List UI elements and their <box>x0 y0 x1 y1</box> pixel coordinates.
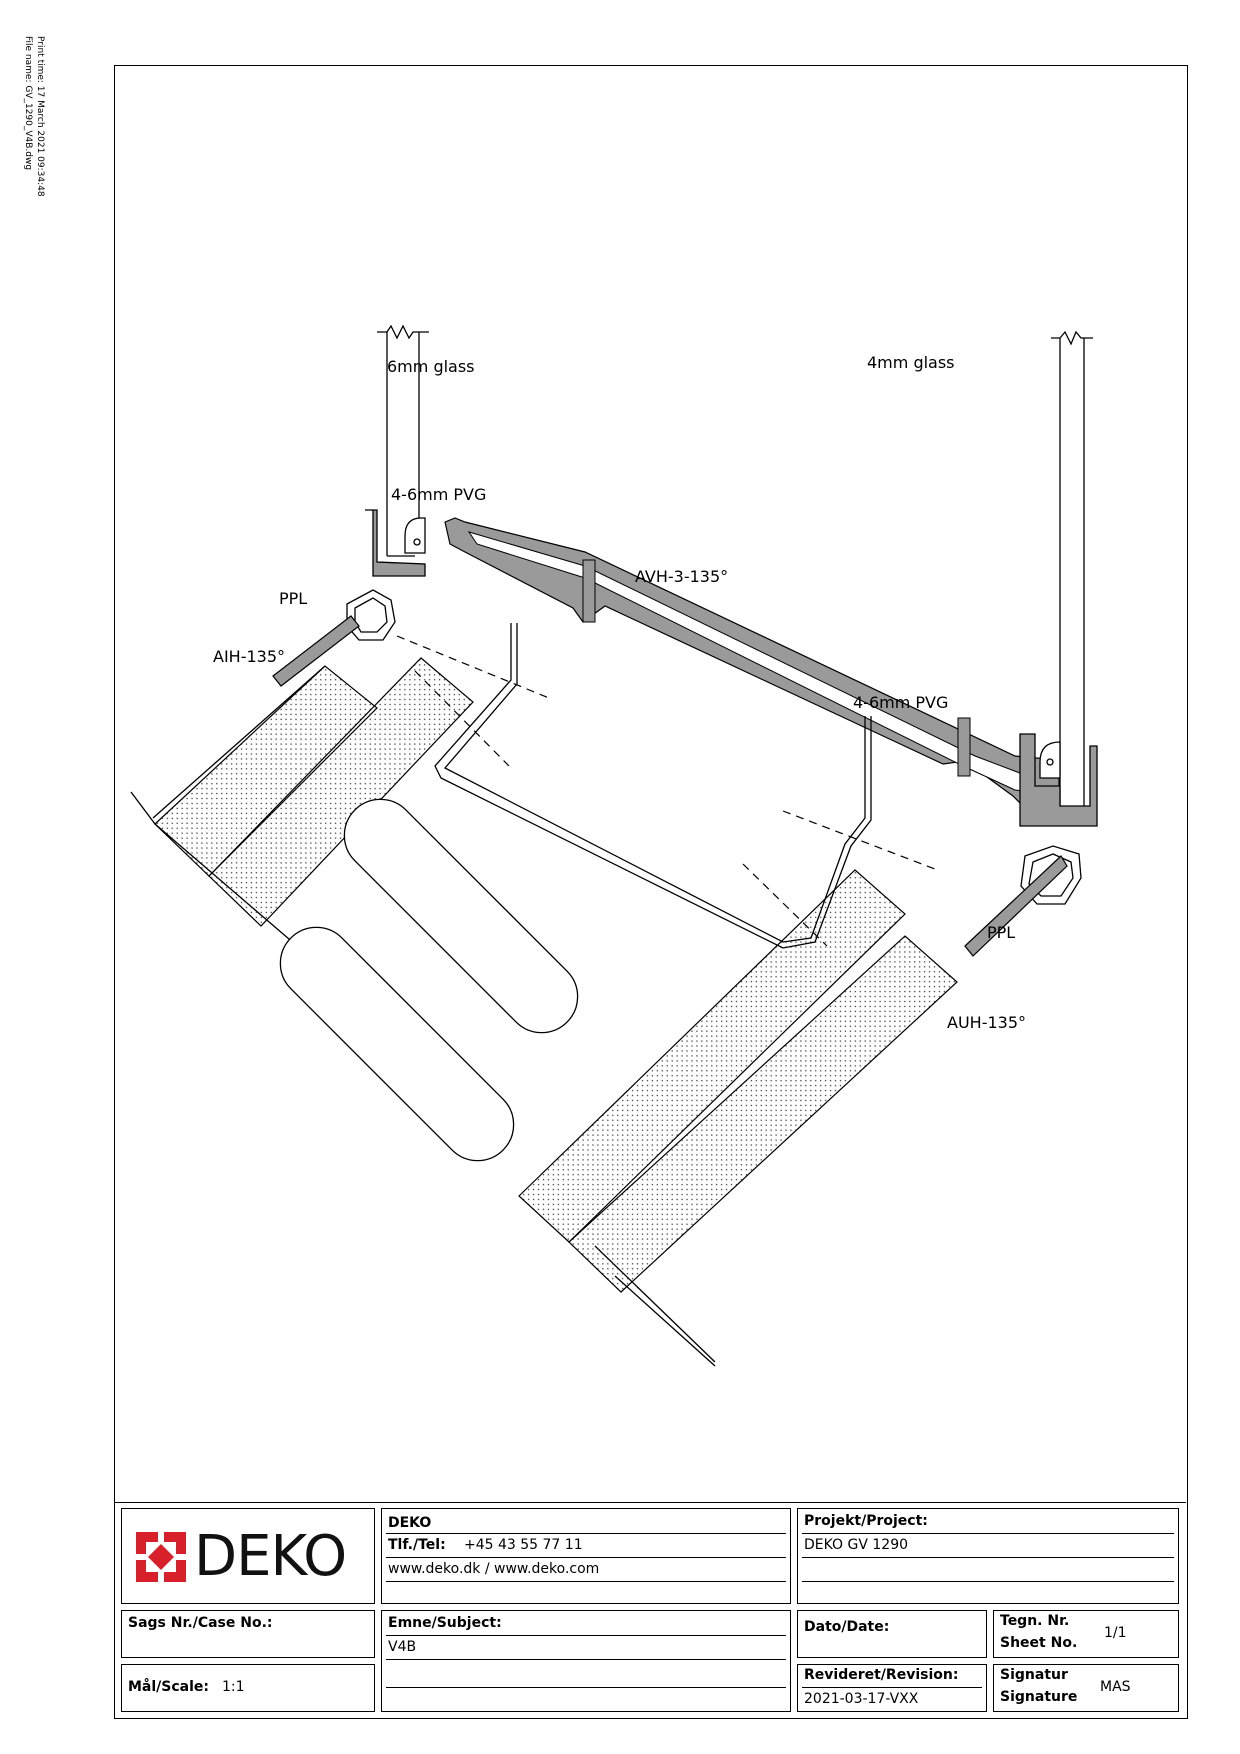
sheet-label-2: Sheet No. <box>1000 1635 1078 1651</box>
website-link[interactable]: www.deko.dk / www.deko.com <box>388 1561 600 1577</box>
label-avh: AVH-3-135° <box>635 567 728 586</box>
company-rule-3 <box>386 1581 786 1582</box>
subject-label: Emne/Subject: <box>388 1615 502 1631</box>
project-rule-2 <box>802 1557 1174 1558</box>
project-rule-1 <box>802 1533 1174 1534</box>
print-time: Print time: 17 March 2021 09:34:48 <box>35 36 45 197</box>
project-label: Projekt/Project: <box>804 1513 928 1529</box>
scale-label: Mål/Scale: <box>128 1679 210 1695</box>
avh-profile <box>444 517 1060 811</box>
label-auh: AUH-135° <box>947 1013 1026 1032</box>
subject-cell: Emne/Subject: V4B <box>381 1610 791 1712</box>
glass-pane-left <box>377 324 429 557</box>
signature-label-2: Signature <box>1000 1689 1078 1705</box>
revision-cell: Revideret/Revision: 2021-03-17-VXX <box>797 1664 987 1712</box>
drawing-sheet: 6mm glass 4mm glass 4-6mm PVG AVH-3-135°… <box>114 65 1188 1719</box>
date-label: Dato/Date: <box>804 1619 890 1635</box>
slotted-holes <box>279 798 579 1162</box>
tel-value: +45 43 55 77 11 <box>464 1537 583 1553</box>
ppl-left <box>346 589 396 641</box>
file-name: File name: GV_1290_V4B.dwg <box>23 36 33 171</box>
subject-rule-1 <box>386 1635 786 1636</box>
aih-profile <box>272 615 360 687</box>
scale-cell: Mål/Scale: 1:1 <box>121 1664 375 1712</box>
label-6mm-glass: 6mm glass <box>387 357 475 376</box>
print-info: Print time: 17 March 2021 09:34:48 File … <box>22 36 46 197</box>
label-pvg-right: 4-6mm PVG <box>853 693 948 712</box>
revision-label: Revideret/Revision: <box>804 1667 959 1683</box>
company-name: DEKO <box>388 1515 432 1531</box>
deko-logo-mark-icon <box>136 1532 186 1582</box>
signature-label-1: Signatur <box>1000 1667 1068 1683</box>
sheet-value: 1/1 <box>1104 1625 1127 1641</box>
case-no-cell: Sags Nr./Case No.: <box>121 1610 375 1658</box>
company-cell: DEKO Tlf./Tel: +45 43 55 77 11 www.deko.… <box>381 1508 791 1604</box>
inner-bracket <box>434 623 872 949</box>
project-rule-3 <box>802 1581 1174 1582</box>
deko-logo-text: DEKO <box>194 1524 347 1589</box>
pvg-gasket-right <box>1019 733 1098 827</box>
subject-rule-2 <box>386 1659 786 1660</box>
subject-value: V4B <box>388 1639 417 1655</box>
section-drawing: 6mm glass 4mm glass 4-6mm PVG AVH-3-135°… <box>130 324 1098 1367</box>
signature-cell: Signatur Signature MAS <box>993 1664 1179 1712</box>
label-ppl-right: PPL <box>987 923 1015 942</box>
label-ppl-left: PPL <box>279 589 307 608</box>
case-no-label: Sags Nr./Case No.: <box>128 1615 273 1631</box>
scale-value: 1:1 <box>222 1679 245 1695</box>
pvg-gasket-left <box>365 509 426 577</box>
glass-pane-right <box>1051 330 1093 810</box>
signature-value: MAS <box>1100 1679 1131 1695</box>
revision-rule <box>802 1687 982 1688</box>
company-rule-1 <box>386 1533 786 1534</box>
tel-label: Tlf./Tel: <box>388 1537 446 1553</box>
date-cell: Dato/Date: <box>797 1610 987 1658</box>
project-value: DEKO GV 1290 <box>804 1537 909 1553</box>
label-4mm-glass: 4mm glass <box>867 353 955 372</box>
project-cell: Projekt/Project: DEKO GV 1290 <box>797 1508 1179 1604</box>
title-block-top-rule <box>115 1502 1186 1503</box>
sheet-no-cell: Tegn. Nr. Sheet No. 1/1 <box>993 1610 1179 1658</box>
insulation-panels <box>154 657 958 1293</box>
dashed-lines <box>396 635 936 947</box>
label-pvg-left: 4-6mm PVG <box>391 485 486 504</box>
sheet-label-1: Tegn. Nr. <box>1000 1613 1070 1629</box>
deko-logo: DEKO <box>136 1524 347 1589</box>
subject-rule-3 <box>386 1687 786 1688</box>
label-aih: AIH-135° <box>213 647 285 666</box>
logo-cell: DEKO <box>121 1508 375 1604</box>
revision-value: 2021-03-17-VXX <box>804 1691 919 1707</box>
company-rule-2 <box>386 1557 786 1558</box>
auh-profile <box>964 855 1068 957</box>
